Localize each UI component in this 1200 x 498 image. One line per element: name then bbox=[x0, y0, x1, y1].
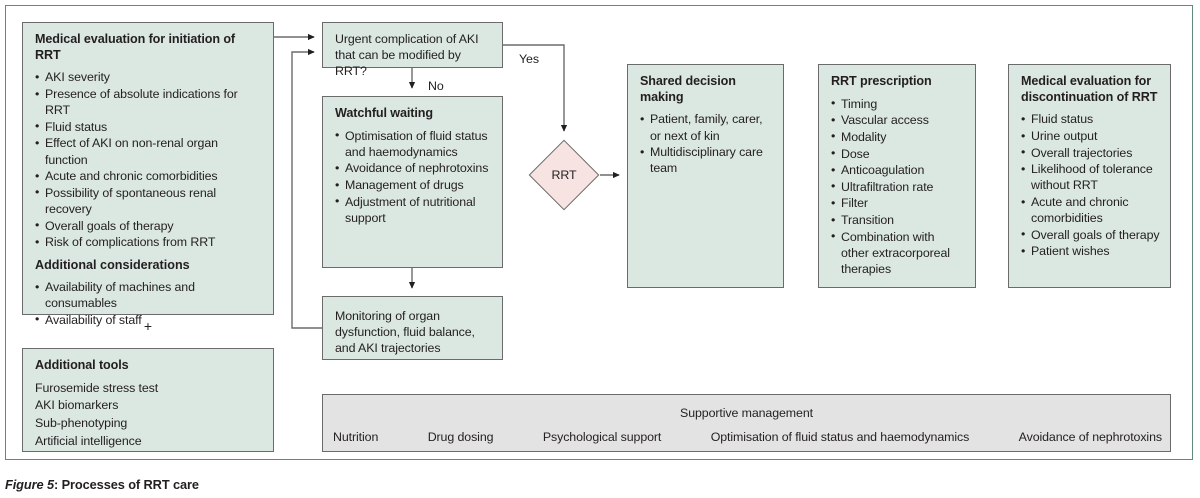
box-title: Medical evaluation for initiation of RRT bbox=[35, 32, 236, 62]
list-item: Urine output bbox=[1021, 128, 1160, 144]
box-title: RRT prescription bbox=[831, 74, 932, 88]
list-item: Ultrafiltration rate bbox=[831, 178, 965, 195]
supportive-management-title: Supportive management bbox=[680, 406, 813, 420]
list-item: Acute and chronic comorbidities bbox=[1021, 194, 1160, 226]
box-supportive-management: Supportive management Nutrition Drug dos… bbox=[322, 394, 1171, 452]
list-item: Dose bbox=[831, 145, 965, 162]
list-item: Fluid status bbox=[35, 118, 263, 135]
list-item: Vascular access bbox=[831, 112, 965, 128]
box-title: Shared decision making bbox=[640, 74, 736, 104]
list-item: Possibility of spontaneous renal recover… bbox=[35, 184, 263, 217]
list-item: Transition bbox=[831, 212, 965, 228]
list-item: Availability of machines and consumables bbox=[35, 279, 263, 311]
list-item: Drug dosing bbox=[427, 430, 494, 444]
list-item: Multidisciplinary care team bbox=[640, 144, 773, 176]
watchful-bullet-list: Optimisation of fluid status and haemody… bbox=[335, 127, 492, 226]
list-item: Patient, family, carer, or next of kin bbox=[640, 111, 773, 143]
list-item: Avoidance of nephrotoxins bbox=[335, 160, 492, 176]
figure-caption-text: Processes of RRT care bbox=[61, 477, 199, 492]
list-item: Overall goals of therapy bbox=[1021, 226, 1160, 243]
list-item: Optimisation of fluid status and haemody… bbox=[710, 430, 970, 444]
figure-caption: Figure 5: Processes of RRT care bbox=[5, 477, 199, 492]
list-item: Overall goals of therapy bbox=[35, 217, 263, 234]
list-item: Artificial intelligence bbox=[35, 433, 142, 448]
box-rrt-prescription: RRT prescription Timing Vascular access … bbox=[818, 64, 976, 288]
list-item: Likelihood of tolerance without RRT bbox=[1021, 161, 1160, 193]
list-item: Anticoagulation bbox=[831, 162, 965, 178]
box-text: Urgent complication of AKI that can be m… bbox=[335, 32, 479, 79]
list-item: Furosemide stress test bbox=[35, 380, 159, 395]
list-item: Overall trajectories bbox=[1021, 144, 1160, 161]
list-item: Sub-phenotyping bbox=[35, 415, 128, 430]
list-item: Combination with other extracorporeal th… bbox=[831, 228, 965, 277]
plus-connector-symbol: + bbox=[143, 318, 153, 334]
box-watchful-waiting: Watchful waiting Optimisation of fluid s… bbox=[322, 96, 503, 268]
list-item: Adjustment of nutritional support bbox=[335, 193, 492, 226]
box-additional-tools: Additional tools Furosemide stress test … bbox=[22, 348, 274, 452]
list-item: Effect of AKI on non-renal organ functio… bbox=[35, 135, 263, 167]
box-title: Medical evaluation for discontinuation o… bbox=[1021, 74, 1158, 104]
list-item: Modality bbox=[831, 128, 965, 145]
initiation-bullet-list: AKI severity Presence of absolute indica… bbox=[35, 69, 263, 250]
figure-outer-frame bbox=[5, 5, 1193, 460]
list-item: Risk of complications from RRT bbox=[35, 234, 263, 250]
discontinuation-bullet-list: Fluid status Urine output Overall trajec… bbox=[1021, 111, 1160, 259]
figure-number: Figure 5 bbox=[5, 477, 54, 492]
prescription-bullet-list: Timing Vascular access Modality Dose Ant… bbox=[831, 95, 965, 277]
edge-label-no: No bbox=[428, 79, 444, 93]
diamond-label: RRT bbox=[551, 168, 577, 182]
box-medical-evaluation-discontinuation: Medical evaluation for discontinuation o… bbox=[1008, 64, 1171, 288]
box-title: Watchful waiting bbox=[335, 106, 433, 120]
initiation-additional-bullet-list: Availability of machines and consumables… bbox=[35, 279, 263, 328]
box-subtitle-additional-considerations: Additional considerations bbox=[35, 258, 190, 273]
box-urgent-complication-decision: Urgent complication of AKI that can be m… bbox=[322, 22, 503, 78]
box-text: Monitoring of organ dysfunction, fluid b… bbox=[335, 309, 475, 356]
list-item: Optimisation of fluid status and haemody… bbox=[335, 127, 492, 160]
list-item: Fluid status bbox=[1021, 111, 1160, 127]
list-item: Timing bbox=[831, 95, 965, 112]
edge-label-yes: Yes bbox=[519, 52, 539, 66]
list-item: Psychological support bbox=[542, 430, 662, 444]
list-item: Presence of absolute indications for RRT bbox=[35, 86, 263, 118]
list-item: AKI biomarkers bbox=[35, 398, 119, 413]
shared-bullet-list: Patient, family, carer, or next of kin M… bbox=[640, 111, 773, 176]
list-item: AKI severity bbox=[35, 69, 263, 85]
box-monitoring-organ-dysfunction: Monitoring of organ dysfunction, fluid b… bbox=[322, 296, 503, 360]
decision-diamond-rrt: RRT bbox=[528, 139, 600, 211]
list-item: Avoidance of nephrotoxins bbox=[1018, 430, 1162, 444]
list-item: Nutrition bbox=[333, 430, 379, 444]
box-title: Additional tools bbox=[35, 358, 129, 372]
list-item: Patient wishes bbox=[1021, 243, 1160, 259]
supportive-management-items: Nutrition Drug dosing Psychological supp… bbox=[333, 430, 1162, 444]
box-shared-decision-making: Shared decision making Patient, family, … bbox=[627, 64, 784, 288]
tools-list: Furosemide stress test AKI biomarkers Su… bbox=[35, 380, 263, 450]
box-medical-evaluation-initiation: Medical evaluation for initiation of RRT… bbox=[22, 22, 274, 328]
list-item: Acute and chronic comorbidities bbox=[35, 168, 263, 184]
list-item: Management of drugs bbox=[335, 177, 492, 193]
list-item: Filter bbox=[831, 195, 965, 211]
list-item: Availability of staff bbox=[35, 311, 263, 328]
